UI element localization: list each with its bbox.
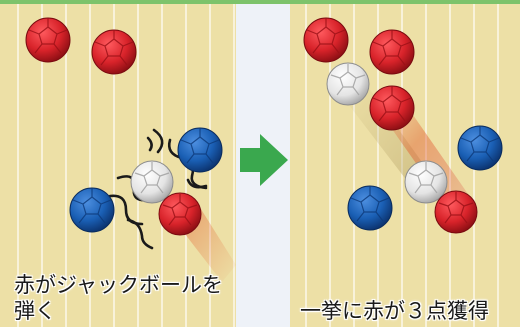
white-jack-ball [404,160,448,204]
blue-ball [177,127,223,173]
red-ball [434,190,478,234]
red-ball [25,17,71,63]
white-jack-ball [326,62,370,106]
blue-ball [457,125,503,171]
red-ball [158,192,202,236]
red-ball [303,17,349,63]
blue-ball [69,187,115,233]
blue-ball [347,185,393,231]
top-strip [0,0,520,6]
white-jack-ball [130,160,174,204]
left-caption: 赤がジャックボールを 弾く [14,273,223,323]
red-ball [369,85,415,131]
arrow-right-icon [240,134,288,186]
red-ball [91,29,137,75]
motion-trail [342,84,432,190]
red-ball [369,29,415,75]
right-caption: 一挙に赤が３点獲得 [300,299,489,323]
